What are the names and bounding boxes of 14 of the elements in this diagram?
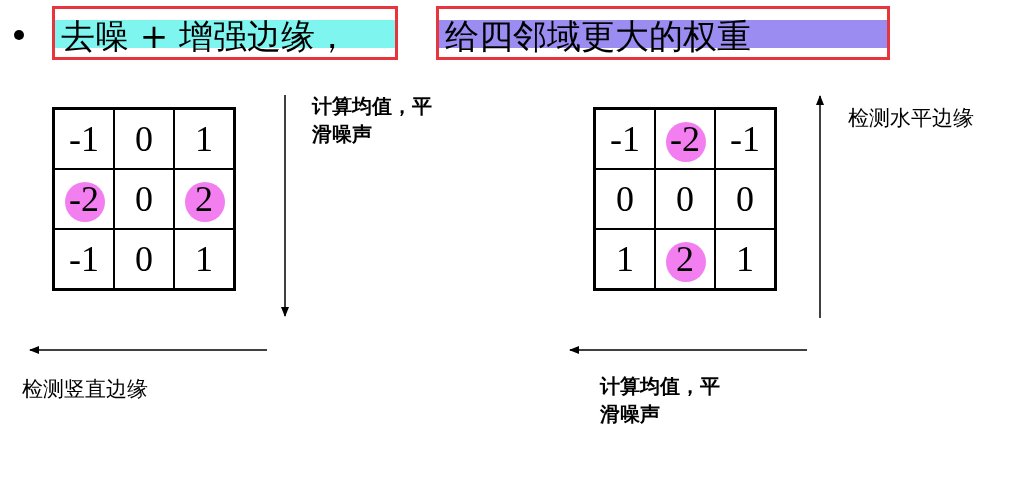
- annotation-text: 计算均值，平滑噪声: [312, 93, 432, 148]
- kernel-cell: -1: [594, 108, 655, 169]
- kernel-cell: 0: [655, 169, 715, 229]
- kernel-cell: 0: [114, 108, 174, 169]
- highlighted-heading: 去噪 + 增强边缘，: [52, 6, 398, 60]
- kernel-cell: 0: [594, 169, 655, 229]
- caption-text: 检测水平边缘: [848, 105, 974, 132]
- caption-text: 检测竖直边缘: [22, 376, 148, 403]
- annotation-text: 计算均值，平滑噪声: [600, 373, 720, 428]
- kernel-cell: -2: [53, 169, 114, 229]
- kernel-cell: -1: [53, 108, 114, 169]
- kernel-cell: 0: [114, 169, 174, 229]
- kernel-cell: -2: [655, 108, 715, 169]
- highlighted-heading: 给四邻域更大的权重: [436, 6, 890, 60]
